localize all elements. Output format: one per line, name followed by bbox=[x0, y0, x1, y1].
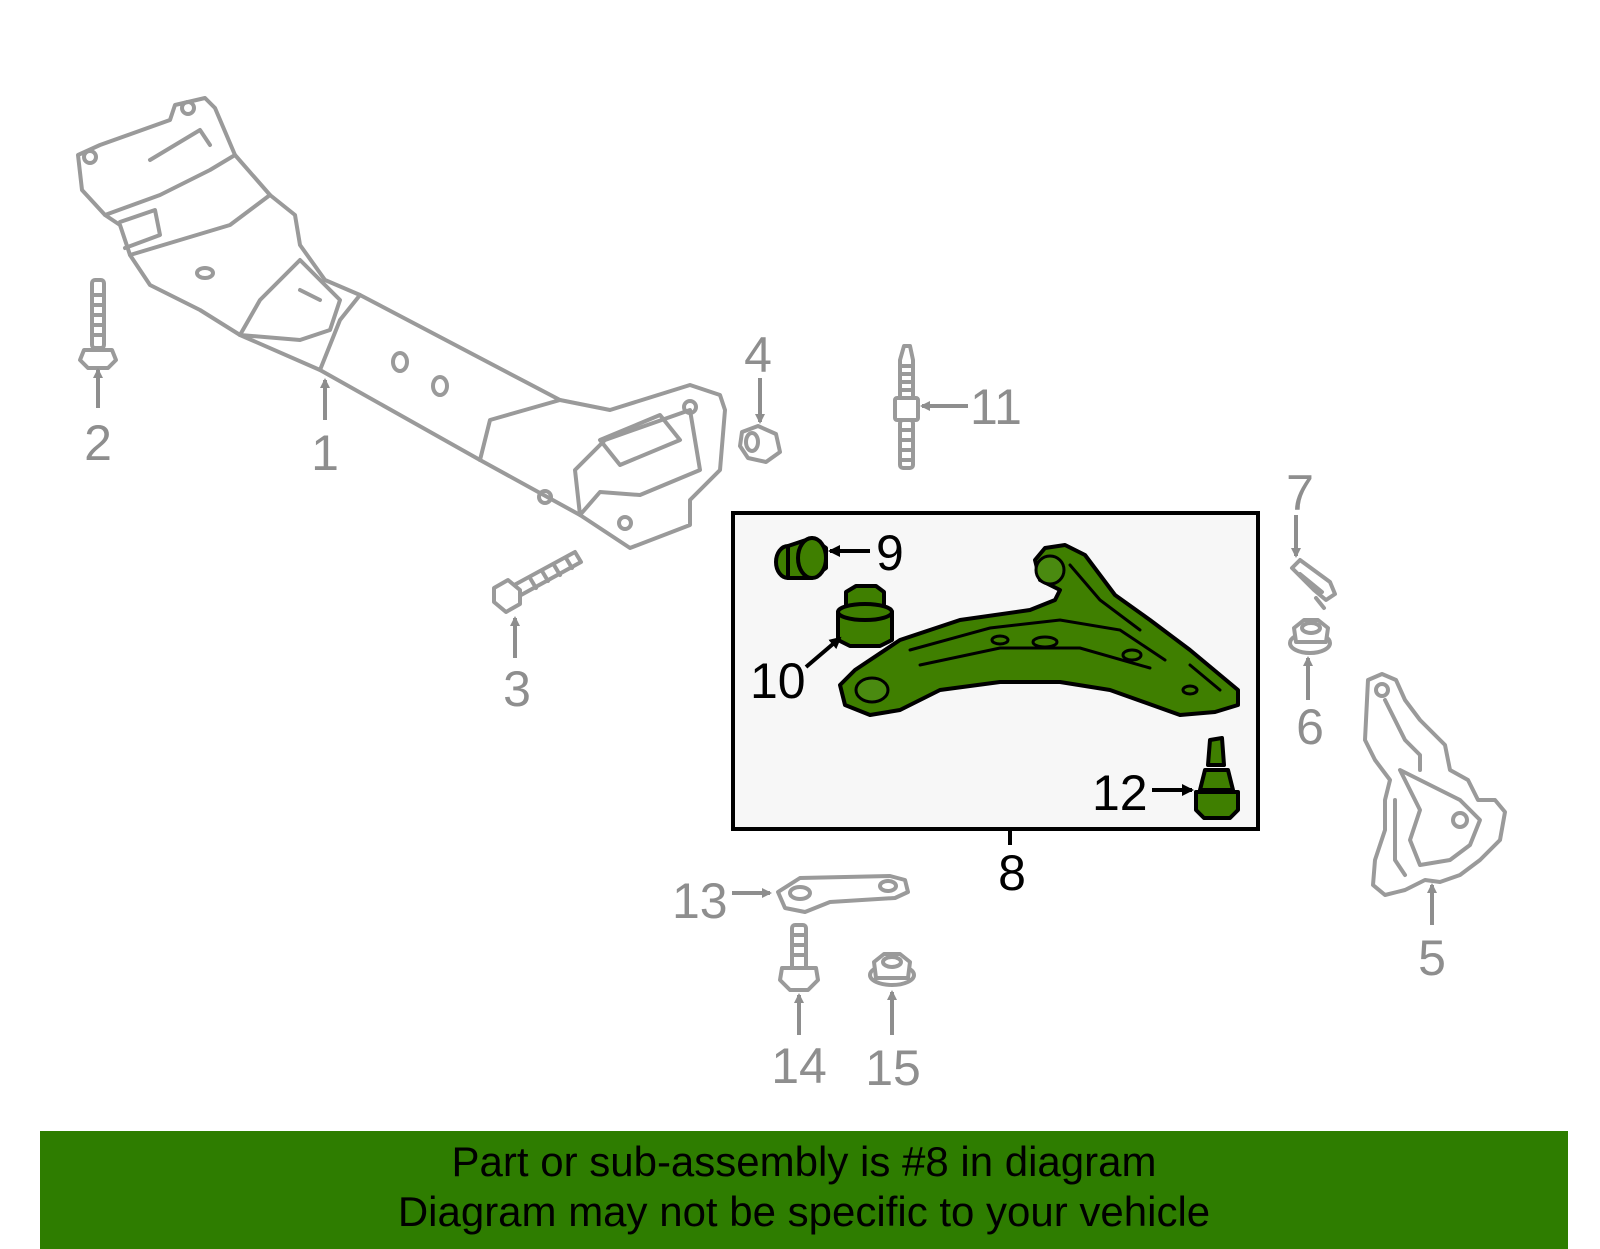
control-arm-part-8[interactable] bbox=[838, 543, 1240, 717]
stud-part-11[interactable] bbox=[893, 344, 920, 470]
bolt-part-14[interactable] bbox=[778, 923, 820, 992]
ball-joint-part-12[interactable] bbox=[1194, 736, 1240, 820]
callout-12: 12 bbox=[1092, 765, 1148, 821]
callout-3: 3 bbox=[503, 661, 531, 717]
callout-15: 15 bbox=[865, 1040, 921, 1096]
info-banner: Part or sub-assembly is #8 in diagram Di… bbox=[40, 1131, 1568, 1249]
callout-9: 9 bbox=[876, 525, 904, 581]
callout-13: 13 bbox=[672, 873, 728, 929]
banner-line-1: Part or sub-assembly is #8 in diagram bbox=[451, 1138, 1157, 1185]
bushing-part-9[interactable] bbox=[774, 536, 828, 580]
knuckle-part-5[interactable] bbox=[1363, 672, 1507, 897]
bolt-part-2[interactable] bbox=[78, 278, 118, 370]
nut-part-6[interactable] bbox=[1288, 618, 1332, 655]
callout-5: 5 bbox=[1418, 930, 1446, 986]
callout-1: 1 bbox=[311, 425, 339, 481]
callout-11: 11 bbox=[970, 379, 1022, 435]
callout-14: 14 bbox=[771, 1038, 827, 1094]
callout-2: 2 bbox=[84, 415, 112, 471]
nut-part-4[interactable] bbox=[738, 424, 782, 464]
arrow-10 bbox=[804, 636, 842, 669]
nut-part-15[interactable] bbox=[868, 952, 916, 987]
bushing-part-10[interactable] bbox=[836, 584, 894, 648]
crossmember-part-1[interactable] bbox=[76, 96, 727, 550]
callout-7: 7 bbox=[1286, 465, 1314, 521]
clip-part-7[interactable] bbox=[1290, 558, 1337, 610]
callout-8: 8 bbox=[998, 845, 1026, 901]
callout-4: 4 bbox=[744, 327, 772, 383]
banner-line-2: Diagram may not be specific to your vehi… bbox=[397, 1188, 1211, 1235]
callout-10: 10 bbox=[750, 653, 806, 709]
callout-6: 6 bbox=[1296, 699, 1324, 755]
bolt-part-3[interactable] bbox=[492, 550, 583, 614]
bracket-part-13[interactable] bbox=[776, 874, 910, 914]
